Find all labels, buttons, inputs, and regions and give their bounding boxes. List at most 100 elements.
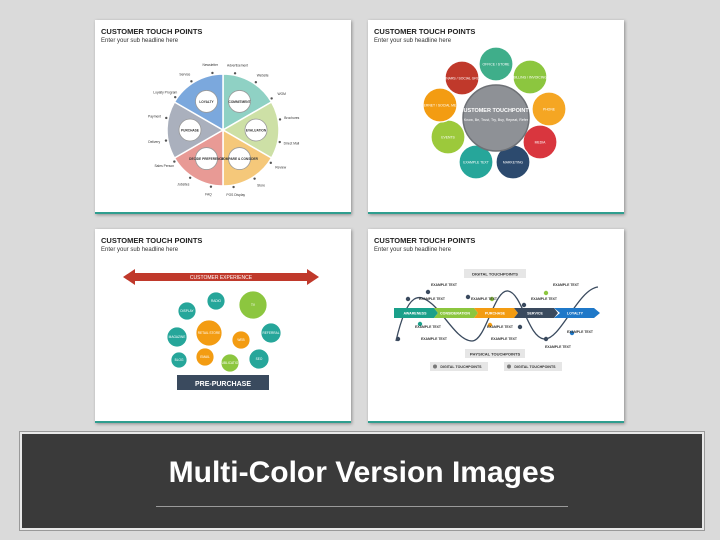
touchpoint-bubble-label: DISPLAY bbox=[180, 309, 194, 313]
stage-circle bbox=[195, 90, 218, 113]
stage-label: EVALUATION bbox=[246, 129, 267, 133]
stage-label: PURCHASE bbox=[181, 129, 199, 133]
touchpoint-bubble bbox=[231, 330, 251, 350]
touchpoint-label: Delivery bbox=[148, 140, 160, 144]
example-text: EXAMPLE TEXT bbox=[531, 297, 558, 301]
touchpoint-bubble bbox=[248, 348, 270, 370]
label-dot bbox=[278, 118, 282, 121]
touchpoint-label: Store bbox=[257, 183, 265, 187]
center-bubble-text: Know, Be, Trust, Try, Buy, Repeat, Refer bbox=[464, 118, 529, 122]
touchpoint-bubble-label: PUBLICATION bbox=[219, 361, 241, 365]
example-text: EXAMPLE TEXT bbox=[567, 330, 594, 334]
touchpoint-bubble-label: EXAMPLE TEXT bbox=[463, 160, 489, 164]
center-bubble-title: CUSTOMER TOUCHPOINTS bbox=[460, 108, 533, 114]
stage-label: COMPARE & CONSIDER bbox=[221, 157, 259, 161]
label-dot bbox=[165, 116, 168, 120]
bottom-label: PHYSICAL TOUCHPOINTS bbox=[470, 352, 521, 357]
bottom-label-box bbox=[465, 349, 525, 358]
example-text: EXAMPLE TEXT bbox=[545, 345, 572, 349]
touchpoint-bubble-label: INTERNET / SOCIAL MEDIA bbox=[418, 103, 462, 107]
slide-thumbnail-journey[interactable]: CUSTOMER TOUCH POINTS Enter your sub hea… bbox=[368, 229, 624, 423]
slide-title: CUSTOMER TOUCH POINTS bbox=[101, 27, 203, 36]
touchpoint-bubble bbox=[238, 290, 268, 320]
journey-dot bbox=[395, 336, 401, 342]
touchpoint-bubble-label: OFFICE / STORE bbox=[483, 62, 511, 66]
journey-stage bbox=[514, 308, 558, 318]
touchpoint-label: Loyalty Program bbox=[153, 91, 177, 95]
touchpoint-bubble-label: RETAIL STORE bbox=[198, 331, 221, 335]
touchpoint-label: Advertisement bbox=[227, 63, 248, 67]
touchpoint-bubble bbox=[531, 91, 567, 127]
label-dot bbox=[188, 176, 192, 179]
stage-circle bbox=[195, 147, 218, 170]
label-dot bbox=[211, 71, 214, 75]
touchpoint-label: Payment bbox=[148, 114, 161, 118]
banner-title: Multi-Color Version Images bbox=[168, 456, 556, 489]
touchpoint-bubble-label: SEO bbox=[256, 357, 263, 361]
touchpoint-bubble bbox=[166, 326, 188, 348]
journey-stage-label: PURCHASE bbox=[485, 312, 506, 316]
slide-title: CUSTOMER TOUCH POINTS bbox=[374, 236, 476, 245]
slide-title: CUSTOMER TOUCH POINTS bbox=[374, 27, 476, 36]
double-arrow bbox=[123, 269, 319, 285]
journey-dot bbox=[543, 290, 549, 296]
journey-stage-label: AWARENESS bbox=[404, 312, 428, 316]
example-text: EXAMPLE TEXT bbox=[431, 283, 458, 287]
journey-dot bbox=[569, 330, 575, 336]
journey-stage bbox=[394, 308, 438, 318]
touchpoint-label: Jobsites bbox=[177, 182, 189, 186]
legend-box bbox=[430, 362, 488, 371]
slide-thumbnail-wheel[interactable]: CUSTOMER TOUCH POINTS Enter your sub hea… bbox=[95, 20, 351, 214]
stage-circle bbox=[228, 90, 251, 113]
touchpoint-bubble bbox=[260, 322, 282, 344]
top-label-box bbox=[464, 269, 526, 278]
touchpoint-bubble bbox=[206, 291, 226, 311]
journey-stage bbox=[554, 308, 600, 318]
label-dot bbox=[190, 80, 193, 83]
touchpoint-label: Website bbox=[257, 74, 269, 78]
journey-stage bbox=[434, 308, 478, 318]
touchpoint-bubble-label: BLOG bbox=[175, 358, 184, 362]
touchpoint-bubble-label: BILLING / INVOICING bbox=[513, 75, 547, 79]
slide-subtitle: Enter your sub headline here bbox=[101, 247, 179, 253]
touchpoint-bubble bbox=[444, 60, 480, 96]
touchpoint-label: Review bbox=[275, 165, 286, 169]
stage-circle bbox=[178, 118, 202, 142]
touchpoint-bubble-label: EVENTS bbox=[441, 135, 455, 139]
journey-dot bbox=[465, 294, 471, 300]
banner: Multi-Color Version Images bbox=[20, 432, 704, 530]
slide-thumbnail-experience[interactable]: CUSTOMER TOUCH POINTS Enter your sub hea… bbox=[95, 229, 351, 423]
touchpoint-bubble-label: WEB bbox=[237, 338, 244, 342]
top-label: DIGITAL TOUCHPOINTS bbox=[472, 272, 518, 277]
touchpoint-bubble-label: RADIO bbox=[211, 299, 222, 303]
label-dot bbox=[269, 161, 272, 165]
journey-dot bbox=[521, 302, 527, 308]
footer-label: PRE-PURCHASE bbox=[195, 381, 251, 388]
label-dot bbox=[164, 139, 168, 142]
touchpoint-bubble bbox=[195, 347, 215, 367]
center-bubble bbox=[462, 84, 530, 152]
journey-dot bbox=[425, 289, 431, 295]
slide-subtitle: Enter your sub headline here bbox=[101, 38, 179, 44]
slide-title: CUSTOMER TOUCH POINTS bbox=[101, 236, 203, 245]
journey-stage bbox=[474, 308, 518, 318]
example-text: EXAMPLE TEXT bbox=[415, 325, 442, 329]
touchpoint-bubble-label: PHONE bbox=[543, 107, 556, 111]
stage-circle bbox=[244, 118, 268, 142]
touchpoint-label: FAQ bbox=[205, 193, 212, 197]
touchpoint-label: Service bbox=[179, 73, 190, 77]
example-text: EXAMPLE TEXT bbox=[419, 297, 446, 301]
touchpoint-label: Newsletter bbox=[202, 63, 218, 67]
touchpoint-bubble bbox=[195, 319, 223, 347]
arrow-label: CUSTOMER EXPERIENCE bbox=[190, 275, 253, 281]
journey-dot bbox=[489, 296, 495, 302]
slide-thumbnail-bubbles[interactable]: CUSTOMER TOUCH POINTS Enter your sub hea… bbox=[368, 20, 624, 214]
slide-subtitle: Enter your sub headline here bbox=[374, 247, 452, 253]
touchpoint-bubble-label: WEBINARS / SOCIAL GROUPS bbox=[438, 76, 488, 80]
touchpoint-bubble bbox=[478, 46, 514, 82]
touchpoint-bubble bbox=[220, 353, 240, 373]
touchpoint-bubble bbox=[422, 87, 458, 123]
label-dot bbox=[233, 72, 237, 75]
